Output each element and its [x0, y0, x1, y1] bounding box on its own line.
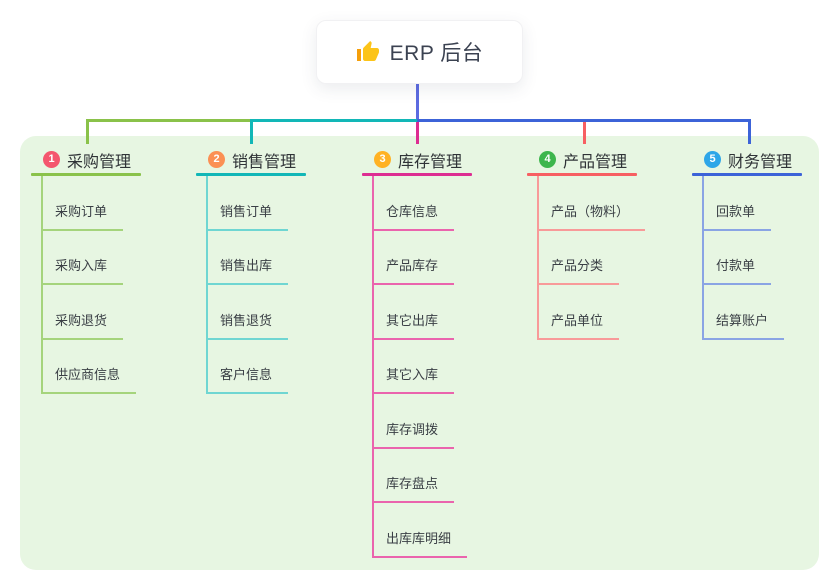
branch-title-underline: [31, 173, 141, 176]
child-node-label: 结算账户: [716, 312, 769, 328]
child-node[interactable]: 结算账户: [692, 285, 822, 340]
branch-purchase: 1 采购管理 采购订单 采购入库 采购退货 供应商信息: [31, 150, 161, 394]
child-node-label: 库存调拨: [386, 421, 439, 437]
child-node[interactable]: 出库库明细: [362, 503, 492, 558]
branch-connector-elbow: [748, 119, 751, 144]
branch-connector-elbow: [250, 119, 253, 144]
branch-finance: 5 财务管理 回款单 付款单 结算账户: [692, 150, 822, 340]
branch-connector-elbow: [416, 122, 419, 144]
child-node-label: 其它出库: [386, 312, 439, 328]
root-node[interactable]: ERP 后台: [316, 20, 523, 84]
thumbs-up-icon: [356, 41, 379, 61]
child-node-label: 产品库存: [386, 258, 439, 273]
child-node[interactable]: 库存调拨: [362, 394, 492, 449]
branch-title-label: 库存管理: [398, 153, 463, 171]
branch-children: 仓库信息 产品库存 其它出库 其它入库 库存调拨 库存盘点 出库库明细: [362, 176, 492, 558]
child-node[interactable]: 采购订单: [31, 176, 161, 231]
branch-number-badge: 5: [704, 151, 721, 168]
branch-children: 产品（物料） 产品分类 产品单位: [527, 176, 657, 340]
branch-node-title[interactable]: 2 销售管理: [196, 150, 326, 171]
child-node[interactable]: 客户信息: [196, 340, 326, 394]
child-node-label: 产品分类: [551, 258, 604, 273]
child-node-label: 产品（物料）: [551, 203, 630, 219]
child-node-label: 出库库明细: [386, 530, 452, 546]
branch-children: 回款单 付款单 结算账户: [692, 176, 822, 340]
child-node-label: 销售订单: [220, 203, 273, 219]
child-node-label: 采购订单: [55, 203, 108, 219]
branch-connector: [417, 119, 751, 122]
branch-node-title[interactable]: 5 财务管理: [692, 150, 822, 171]
child-node[interactable]: 其它入库: [362, 340, 492, 394]
branch-node-title[interactable]: 3 库存管理: [362, 150, 492, 171]
branch-node-title[interactable]: 4 产品管理: [527, 150, 657, 171]
child-node[interactable]: 其它出库: [362, 285, 492, 340]
child-node-label: 采购入库: [55, 258, 108, 273]
child-node-label: 库存盘点: [386, 476, 439, 491]
child-node[interactable]: 仓库信息: [362, 176, 492, 231]
child-node-label: 仓库信息: [386, 203, 439, 219]
child-node[interactable]: 产品分类: [527, 231, 657, 285]
branches-background-panel: [20, 136, 819, 570]
branch-number-badge: 3: [374, 151, 391, 168]
child-node[interactable]: 回款单: [692, 176, 822, 231]
root-node-label: ERP 后台: [389, 42, 484, 65]
children-connector-line: [41, 176, 43, 394]
children-connector-line: [372, 176, 374, 557]
branch-children: 采购订单 采购入库 采购退货 供应商信息: [31, 176, 161, 394]
branch-number-badge: 1: [43, 151, 60, 168]
branch-number-badge: 2: [208, 151, 225, 168]
child-node-label: 供应商信息: [55, 367, 121, 382]
children-connector-line: [537, 176, 539, 339]
branch-product: 4 产品管理 产品（物料） 产品分类 产品单位: [527, 150, 657, 340]
branch-title-underline: [196, 173, 306, 176]
child-node-label: 销售退货: [220, 312, 273, 328]
child-node[interactable]: 产品单位: [527, 285, 657, 340]
child-node-label: 采购退货: [55, 312, 108, 328]
child-node-label: 产品单位: [551, 312, 604, 328]
child-node[interactable]: 产品（物料）: [527, 176, 657, 231]
branch-children: 销售订单 销售出库 销售退货 客户信息: [196, 176, 326, 394]
branch-node-title[interactable]: 1 采购管理: [31, 150, 161, 171]
branch-title-label: 财务管理: [728, 153, 793, 171]
child-node-label: 其它入库: [386, 367, 439, 382]
branch-connector-elbow: [86, 119, 89, 144]
branch-title-underline: [527, 173, 637, 176]
branch-title-underline: [362, 173, 472, 176]
child-node[interactable]: 付款单: [692, 231, 822, 285]
branch-title-label: 销售管理: [232, 153, 297, 171]
branch-connector: [86, 119, 252, 122]
child-node-label: 销售出库: [220, 258, 273, 273]
branch-title-label: 产品管理: [563, 153, 628, 171]
child-node[interactable]: 供应商信息: [31, 340, 161, 394]
child-node[interactable]: 产品库存: [362, 231, 492, 285]
branch-sales: 2 销售管理 销售订单 销售出库 销售退货 客户信息: [196, 150, 326, 394]
child-node[interactable]: 销售退货: [196, 285, 326, 340]
child-node[interactable]: 采购退货: [31, 285, 161, 340]
branch-number-badge: 4: [539, 151, 556, 168]
child-node[interactable]: 销售订单: [196, 176, 326, 231]
branch-inventory: 3 库存管理 仓库信息 产品库存 其它出库 其它入库 库存调拨 库存盘点 出库库…: [362, 150, 492, 558]
branch-connector: [250, 119, 417, 122]
branch-title-label: 采购管理: [67, 153, 132, 171]
children-connector-line: [206, 176, 208, 394]
child-node[interactable]: 采购入库: [31, 231, 161, 285]
child-node-label: 回款单: [716, 203, 756, 219]
child-node-label: 付款单: [716, 258, 756, 273]
branch-connector-elbow: [583, 122, 586, 144]
child-node[interactable]: 库存盘点: [362, 449, 492, 503]
root-connector-line: [416, 82, 419, 122]
children-connector-line: [702, 176, 704, 339]
child-node-label: 客户信息: [220, 367, 273, 382]
branch-title-underline: [692, 173, 802, 176]
child-node[interactable]: 销售出库: [196, 231, 326, 285]
